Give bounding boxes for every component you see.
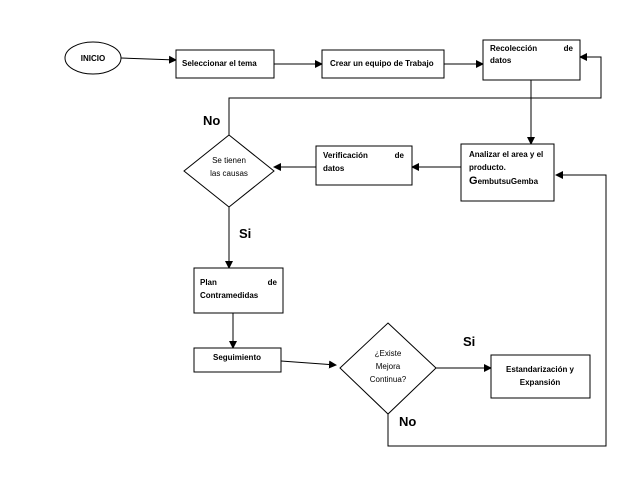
recoleccion-label-line1a: Recolección [490, 44, 537, 53]
se-tienen-label-line1: Se tienen [212, 156, 246, 165]
start-node-inicio [64, 41, 122, 75]
recoleccion-label-line2: datos [490, 56, 512, 65]
existe-label-line3: Continua? [370, 375, 407, 384]
verificacion-label-line1a: Verificación [323, 151, 368, 160]
plan-label-line1b: de [268, 278, 278, 287]
verificacion-label-line1b: de [395, 151, 405, 160]
decision-existe-mejora [339, 322, 437, 415]
seleccionar-label: Seleccionar el tema [182, 59, 257, 68]
process-plan-contramedidas [193, 267, 284, 314]
edge-label-si-causas: Si [239, 226, 251, 241]
edge-loop-bottom [387, 171, 607, 447]
se-tienen-label-line2: las causas [210, 169, 248, 178]
process-recoleccion-datos [482, 39, 581, 81]
existe-label-line1: ¿Existe [375, 349, 402, 358]
estandarizacion-label-line1: Estandarización y [506, 365, 575, 374]
process-analizar-area [460, 143, 555, 202]
decision-se-tienen-causas [183, 134, 275, 208]
verificacion-label-line2: datos [323, 164, 345, 173]
seguimiento-label: Seguimiento [213, 353, 261, 362]
inicio-label: INICIO [81, 54, 105, 63]
analizar-label-line3-cap: G [469, 175, 478, 187]
estandarizacion-label-line2: Expansión [520, 378, 561, 387]
analizar-label-line3: GembutsuGemba [469, 175, 539, 187]
analizar-label-line3-rest: embutsuGemba [478, 177, 539, 186]
edge-label-no-causas: No [203, 113, 220, 128]
existe-label-line2: Mejora [376, 362, 401, 371]
edge-label-no-mejora: No [399, 414, 416, 429]
crear-equipo-label: Crear un equipo de Trabajo [330, 59, 434, 68]
plan-label-line2: Contramedidas [200, 291, 259, 300]
edge-label-si-mejora: Si [463, 334, 475, 349]
plan-label-line1a: Plan [200, 278, 217, 287]
process-verificacion-datos [315, 145, 413, 186]
process-crear-equipo [321, 49, 445, 79]
process-estandarizacion [490, 354, 591, 399]
process-seleccionar-tema [175, 49, 275, 79]
recoleccion-label-line1b: de [564, 44, 574, 53]
edge-inicio-seleccionar [120, 55, 177, 64]
edge-seguimiento-mejora [280, 360, 337, 369]
edge-loop-right-top [228, 53, 602, 135]
analizar-label-line1: Analizar el area y el [469, 150, 543, 159]
analizar-label-line2: producto. [469, 163, 506, 172]
process-seguimiento [193, 347, 282, 373]
